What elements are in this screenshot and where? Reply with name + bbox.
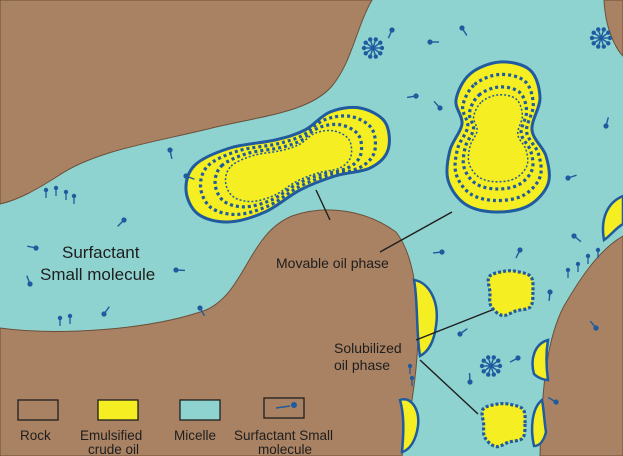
legend-label-oil-line1: Emulsified <box>80 428 142 443</box>
adsorbed-head <box>72 194 76 198</box>
micelle-head <box>592 31 596 35</box>
solubilized-label-line2: oil phase <box>334 357 390 373</box>
surfactant-molecule-head <box>167 147 172 152</box>
legend-swatch-rock <box>18 400 58 420</box>
surfactant-molecule-head <box>517 247 522 252</box>
micelle-shell <box>488 271 533 316</box>
adsorbed-head <box>576 262 580 266</box>
micelle-head <box>492 372 496 376</box>
surfactant-molecule-head <box>121 217 126 222</box>
surfactant-molecule-head <box>389 27 394 32</box>
legend-label-micelle: Micelle <box>174 428 216 443</box>
micelle-head <box>374 54 378 58</box>
surfactant-molecule-head <box>571 233 576 238</box>
surfactant-molecule-head <box>553 399 558 404</box>
surfactant-molecule-head <box>173 267 178 272</box>
micelle-head <box>368 37 372 41</box>
micelle-head <box>368 54 372 58</box>
micelle-head <box>378 41 382 45</box>
micelle-head <box>380 46 384 50</box>
surfactant-molecule-head <box>27 281 32 286</box>
surfactant-molecule-head <box>413 93 418 98</box>
legend-swatch-oil <box>98 400 138 420</box>
surfactant-molecule-head <box>183 173 188 178</box>
micelle-head <box>362 46 366 50</box>
micelle-shell <box>482 404 525 447</box>
surfactant-molecule-head <box>459 25 464 30</box>
micelle-head <box>486 355 490 359</box>
surfactant-molecule-head <box>515 355 520 360</box>
adsorbed-head <box>44 188 48 192</box>
legend-swatch-micelle <box>180 400 220 420</box>
adsorbed-head <box>68 314 72 318</box>
legend-label-surfactant-line2: molecule <box>258 442 312 456</box>
solubilized-oil-micelle-upper <box>488 271 533 316</box>
surfactant-label-line2: Small molecule <box>40 265 155 284</box>
micelle-head <box>602 44 606 48</box>
micelle-head <box>496 359 500 363</box>
micelle-head <box>378 51 382 55</box>
micelle-head <box>492 355 496 359</box>
legend-swatch-surfactant <box>264 398 304 418</box>
movable-oil-label: Movable oil phase <box>276 255 389 271</box>
adsorbed-head <box>410 376 414 380</box>
surfactant-molecule-head <box>593 325 598 330</box>
micelle-head <box>596 27 600 31</box>
micelle-head <box>602 27 606 31</box>
surfactant-molecule-head <box>197 305 202 310</box>
legend-label-rock: Rock <box>20 428 51 443</box>
emulsified-oil-droplet-right <box>447 62 550 212</box>
adsorbed-head <box>596 248 600 252</box>
adsorbed-head <box>586 254 590 258</box>
micelle-head <box>374 37 378 41</box>
micelle-head <box>486 372 490 376</box>
adsorbed-head <box>64 190 68 194</box>
surfactant-molecule-head <box>603 123 608 128</box>
adsorbed-head <box>54 186 58 190</box>
micelle-head <box>606 31 610 35</box>
micelle-head <box>364 51 368 55</box>
legend-label-oil-line2: crude oil <box>88 442 139 456</box>
adsorbed-head <box>408 364 412 368</box>
micelle-head <box>498 364 502 368</box>
solubilized-label-line1: Solubilized <box>334 340 402 356</box>
surfactant-molecule-head <box>437 105 442 110</box>
adsorbed-head <box>58 316 62 320</box>
micelle-head <box>590 36 594 40</box>
surfactant-label-line1: Surfactant <box>62 243 140 262</box>
legend-label-surfactant-line1: Surfactant Small <box>234 428 333 443</box>
surfactant-molecule-head <box>547 289 552 294</box>
surfactant-molecule-head <box>467 379 472 384</box>
legend-surfactant-head <box>291 402 297 408</box>
micelle-head <box>496 369 500 373</box>
oil-core <box>468 95 527 182</box>
solubilized-oil-micelle-lower <box>482 404 525 447</box>
surfactant-molecule-head <box>457 331 462 336</box>
micelle-head <box>480 364 484 368</box>
micelle-head <box>608 36 612 40</box>
surfactant-molecule-head <box>101 311 106 316</box>
surfactant-molecule-head <box>33 245 38 250</box>
surfactant-molecule-head <box>565 175 570 180</box>
micelle-head <box>606 41 610 45</box>
micelle-head <box>482 369 486 373</box>
micelle-head <box>364 41 368 45</box>
adsorbed-head <box>566 268 570 272</box>
surfactant-molecule-head <box>439 249 444 254</box>
micelle-head <box>592 41 596 45</box>
surfactant-molecule-head <box>427 39 432 44</box>
micelle-head <box>596 44 600 48</box>
micelle-head <box>482 359 486 363</box>
